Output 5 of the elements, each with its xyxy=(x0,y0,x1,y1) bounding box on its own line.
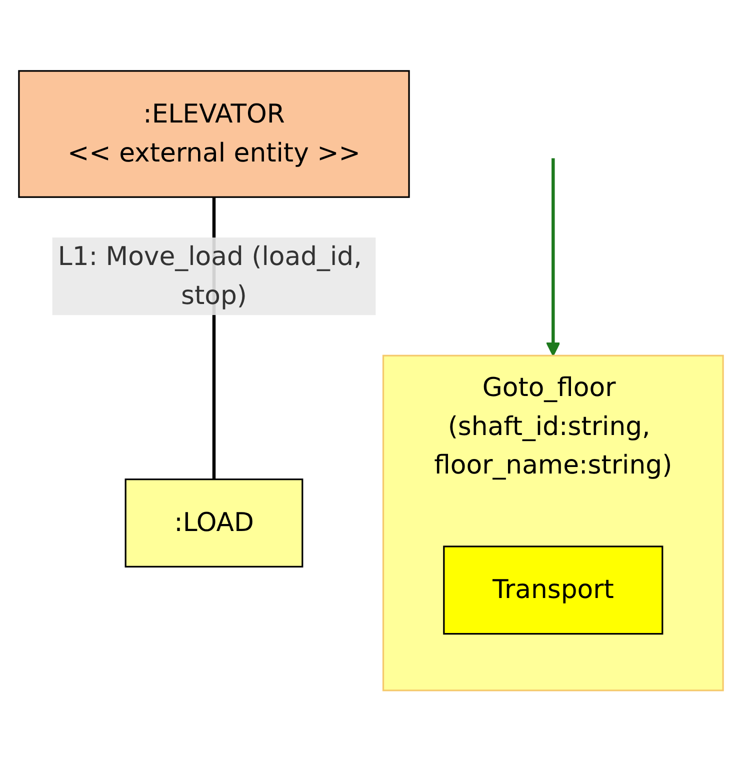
edge-label: L1: Move_load (load_id, stop) xyxy=(58,241,362,311)
node-box: :ELEVATOR << external entity >> xyxy=(18,70,410,198)
arrow xyxy=(546,158,560,357)
node-box: Transport xyxy=(443,546,664,635)
node-box: :LOAD xyxy=(124,478,304,568)
